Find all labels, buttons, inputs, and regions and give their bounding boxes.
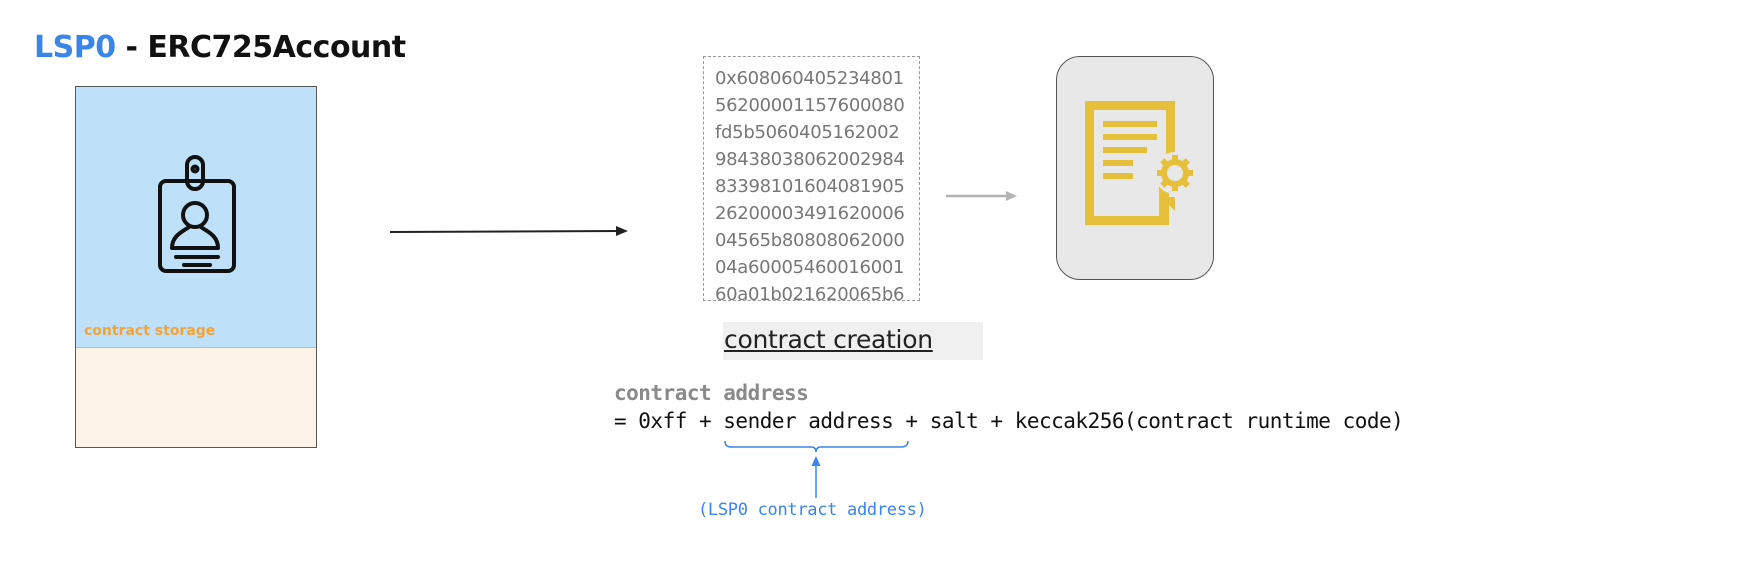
- bytecode-line: 98438038062002984: [715, 149, 905, 170]
- bytecode-line: 26200003491620006: [715, 203, 905, 224]
- account-storage-area: [76, 347, 316, 447]
- bytecode-line: 04565b80808062000: [715, 230, 905, 251]
- bytecode-line: fd5b5060405162002: [715, 122, 900, 143]
- bytecode-line: 60a01b021620065b6: [715, 284, 905, 301]
- diagram-title: LSP0 - ERC725Account: [34, 30, 406, 65]
- formula-heading: contract address: [614, 381, 809, 405]
- contract-storage-label: contract storage: [84, 323, 216, 339]
- certificate-icon: [1085, 101, 1195, 225]
- id-badge-icon: [158, 155, 236, 273]
- address-formula: = 0xff + sender address + salt + keccak2…: [614, 409, 1404, 433]
- annotation-arrow: [811, 456, 821, 498]
- lsp0-account-card: contract storage: [75, 86, 317, 448]
- bytecode-line: 56200001157600080: [715, 95, 905, 116]
- bytecode-line: 83398101604081905: [715, 176, 905, 197]
- bytecode-box: 0x608060405234801 56200001157600080 fd5b…: [703, 56, 920, 301]
- bytecode-lines: 0x608060405234801 56200001157600080 fd5b…: [715, 65, 905, 301]
- deploy-arrow: [389, 226, 628, 236]
- contract-creation-label: contract creation: [724, 325, 933, 354]
- sender-brace: [724, 440, 909, 453]
- sender-address-annotation: (LSP0 contract address): [698, 500, 927, 520]
- bytecode-line: 0x608060405234801: [715, 68, 904, 89]
- title-rest: - ERC725Account: [115, 30, 407, 65]
- contract-creation-highlight: [723, 322, 983, 360]
- certificate-card: [1056, 56, 1214, 280]
- creation-arrow: [946, 191, 1017, 201]
- account-code-area: [76, 87, 316, 347]
- title-lsp0: LSP0: [34, 30, 116, 65]
- bytecode-line: 04a60005460016001: [715, 257, 905, 278]
